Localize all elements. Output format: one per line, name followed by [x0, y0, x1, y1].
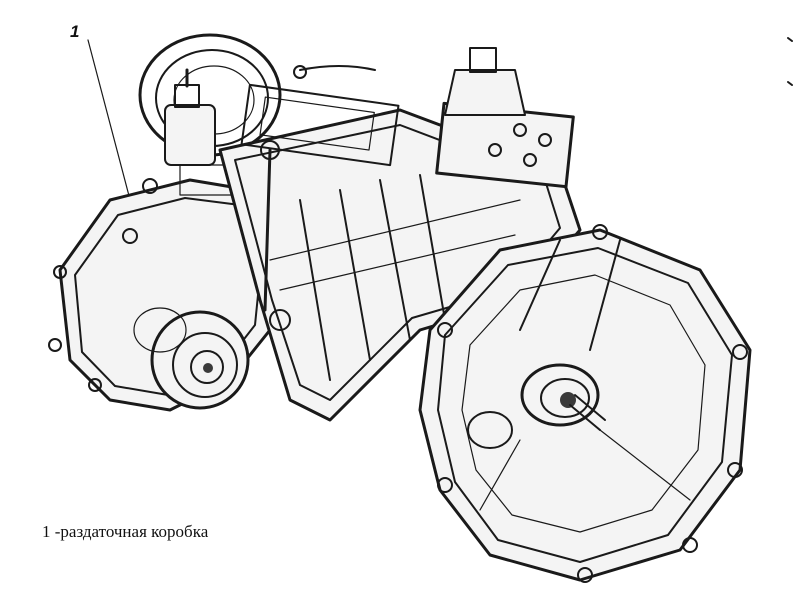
- figure-caption: 1 -раздаточная коробка: [42, 522, 209, 541]
- shift-tower-left: [164, 68, 251, 196]
- callout-number-1: 1: [70, 22, 80, 41]
- scan-mark: [787, 81, 793, 86]
- shift-tower-right: [435, 47, 575, 189]
- transfer-case-output-flange: [133, 307, 250, 410]
- clutch-bell-housing: [418, 224, 752, 583]
- scan-mark: [787, 37, 793, 42]
